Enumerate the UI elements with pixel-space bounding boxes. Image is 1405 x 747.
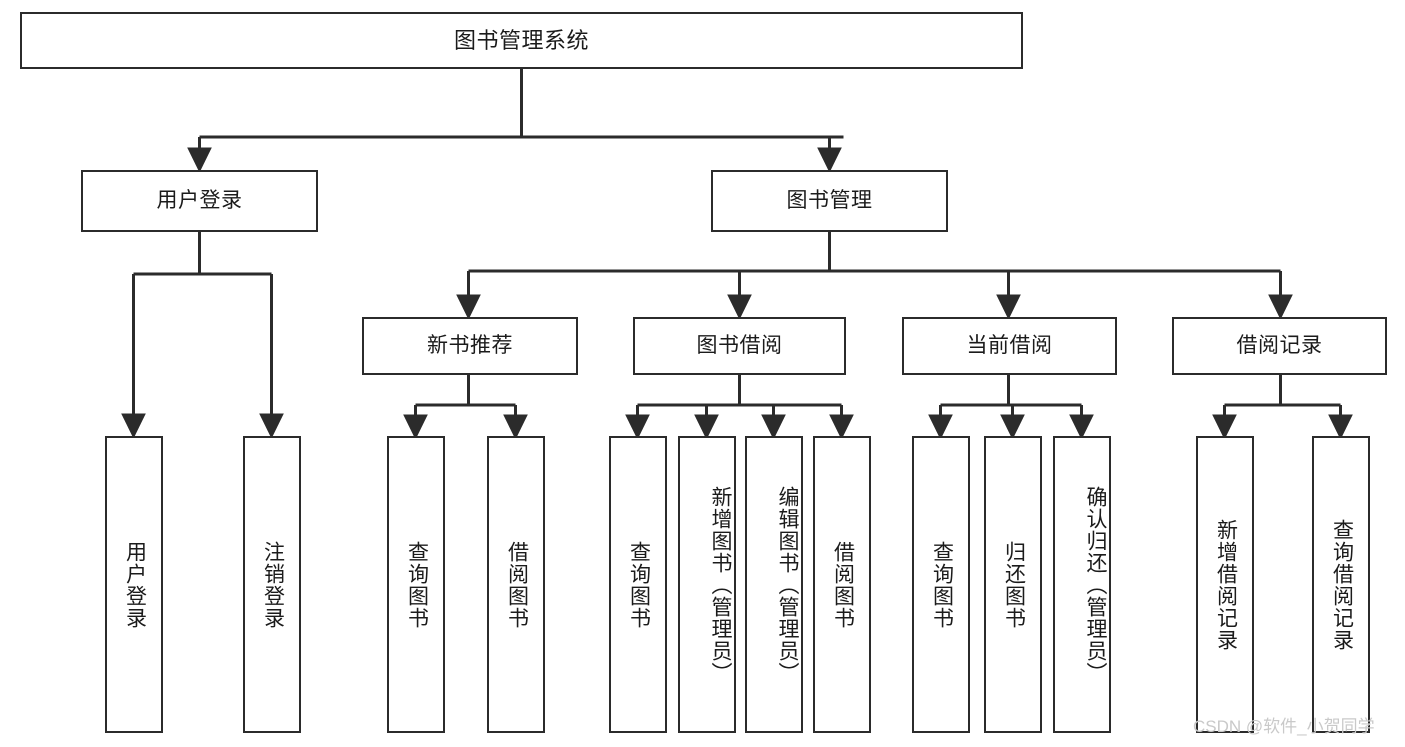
node-user-logout[interactable]: 注销登录	[243, 436, 301, 733]
node-return-book-label: 归还图书	[1002, 540, 1026, 629]
node-new-book-recommend-label: 新书推荐	[427, 333, 513, 357]
node-borrow-record[interactable]: 借阅记录	[1172, 317, 1387, 375]
node-query-book-3-label: 查询图书	[930, 540, 954, 629]
node-user-logout-label: 注销登录	[261, 540, 285, 629]
node-borrow-book-1-label: 借阅图书	[505, 540, 529, 629]
node-query-borrow-record[interactable]: 查询借阅记录	[1312, 436, 1370, 733]
node-query-book-1[interactable]: 查询图书	[387, 436, 445, 733]
node-add-borrow-record-label: 新增借阅记录	[1214, 518, 1238, 651]
watermark: CSDN @软件_小贺同学	[1193, 717, 1375, 736]
node-root-label: 图书管理系统	[453, 27, 589, 53]
node-query-borrow-record-label: 查询借阅记录	[1330, 518, 1354, 651]
node-borrow-book-1[interactable]: 借阅图书	[487, 436, 545, 733]
node-book-manage[interactable]: 图书管理	[711, 170, 948, 232]
node-query-book-2[interactable]: 查询图书	[609, 436, 667, 733]
node-current-borrow-label: 当前借阅	[966, 333, 1053, 357]
node-confirm-return-admin[interactable]: 确认归还（管理员）	[1053, 436, 1111, 733]
node-query-book-1-label: 查询图书	[405, 540, 429, 629]
node-book-borrow-label: 图书借阅	[696, 333, 783, 357]
node-book-manage-label: 图书管理	[786, 188, 873, 212]
node-borrow-book-2-label: 借阅图书	[831, 540, 855, 629]
node-edit-book-admin-label: 编辑图书（管理员）	[776, 485, 799, 684]
node-user-login-label: 用户登录	[156, 188, 243, 212]
node-add-book-admin-label: 新增图书（管理员）	[709, 485, 732, 684]
node-edit-book-admin[interactable]: 编辑图书（管理员）	[745, 436, 803, 733]
node-book-borrow[interactable]: 图书借阅	[633, 317, 846, 375]
node-confirm-return-admin-label: 确认归还（管理员）	[1084, 485, 1107, 684]
node-return-book[interactable]: 归还图书	[984, 436, 1042, 733]
node-add-borrow-record[interactable]: 新增借阅记录	[1196, 436, 1254, 733]
node-user-login-do-label: 用户登录	[123, 540, 147, 629]
node-user-login[interactable]: 用户登录	[81, 170, 318, 232]
node-borrow-book-2[interactable]: 借阅图书	[813, 436, 871, 733]
node-new-book-recommend[interactable]: 新书推荐	[362, 317, 578, 375]
node-current-borrow[interactable]: 当前借阅	[902, 317, 1117, 375]
node-borrow-record-label: 借阅记录	[1236, 333, 1323, 357]
node-root[interactable]: 图书管理系统	[20, 12, 1023, 69]
node-user-login-do[interactable]: 用户登录	[105, 436, 163, 733]
node-add-book-admin[interactable]: 新增图书（管理员）	[678, 436, 736, 733]
node-query-book-2-label: 查询图书	[627, 540, 651, 629]
node-query-book-3[interactable]: 查询图书	[912, 436, 970, 733]
